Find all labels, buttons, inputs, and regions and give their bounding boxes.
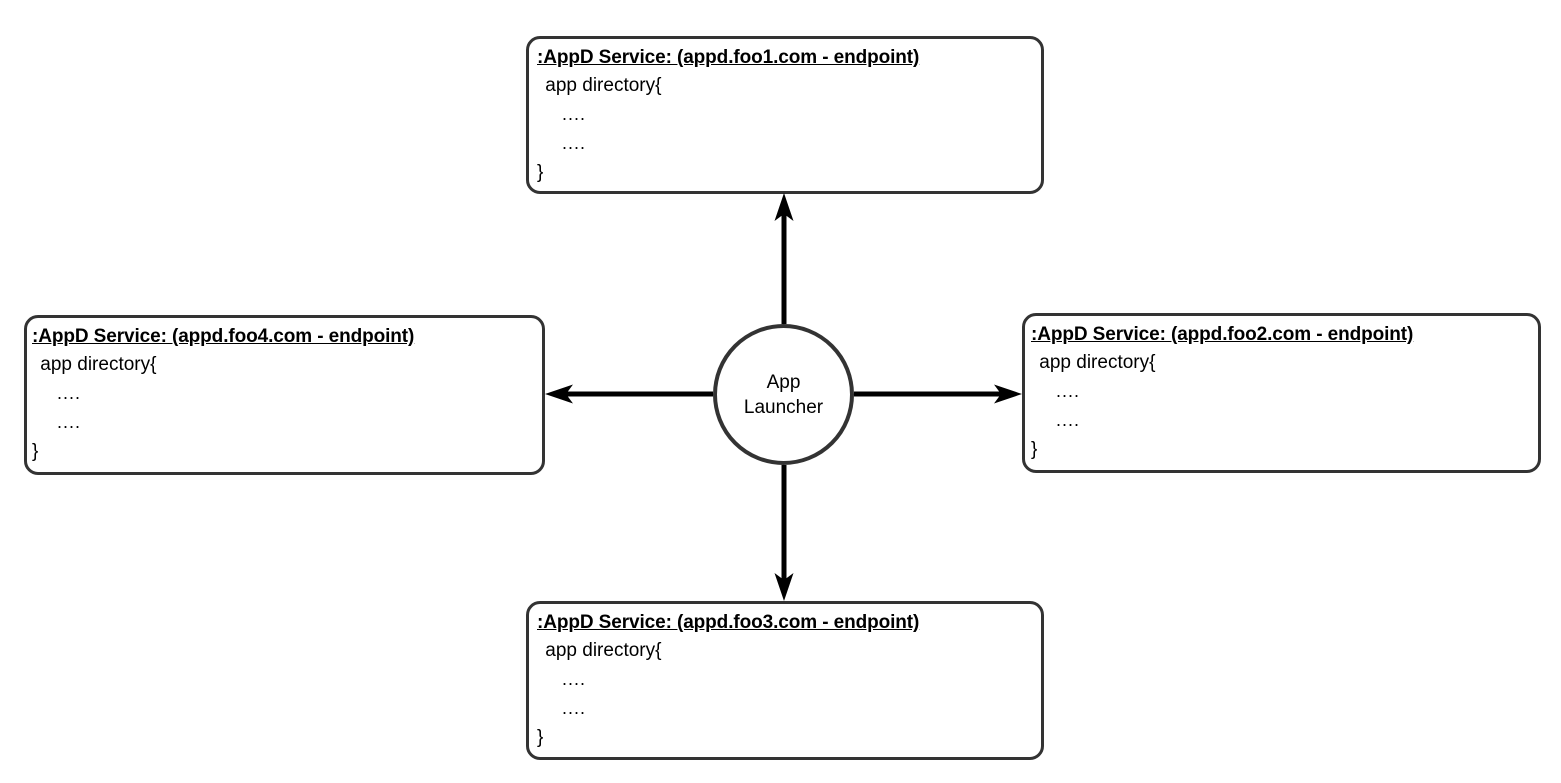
service-node-body-line: app directory{ xyxy=(540,640,662,661)
app-launcher-label-line2: Launcher xyxy=(743,396,824,418)
service-node-appd-foo2[interactable]: :AppD Service: (appd.foo2.com - endpoint… xyxy=(1022,313,1541,473)
service-node-title: :AppD Service: (appd.foo2.com - endpoint… xyxy=(1031,324,1414,345)
service-node-body-line: } xyxy=(537,727,544,748)
service-node-body-line: .... xyxy=(1056,381,1081,401)
arrow-hub-to-left xyxy=(545,384,713,404)
service-node-title: :AppD Service: (appd.foo1.com - endpoint… xyxy=(537,47,920,68)
service-node-title: :AppD Service: (appd.foo3.com - endpoint… xyxy=(537,612,920,633)
arrow-hub-to-bottom xyxy=(774,465,794,601)
service-node-body-line: app directory{ xyxy=(1034,352,1156,373)
arrow-hub-to-top xyxy=(774,193,794,324)
service-node-title: :AppD Service: (appd.foo4.com - endpoint… xyxy=(32,326,415,347)
service-node-body-line: } xyxy=(32,441,39,462)
app-launcher-label: App Launcher xyxy=(744,370,823,420)
service-node-appd-foo3[interactable]: :AppD Service: (appd.foo3.com - endpoint… xyxy=(526,601,1044,760)
arrow-hub-to-right xyxy=(854,384,1022,404)
app-launcher-label-line1: App xyxy=(766,371,801,393)
service-node-body-line: .... xyxy=(562,104,587,124)
service-node-appd-foo1[interactable]: :AppD Service: (appd.foo1.com - endpoint… xyxy=(526,36,1044,194)
service-node-appd-foo4[interactable]: :AppD Service: (appd.foo4.com - endpoint… xyxy=(24,315,545,475)
service-node-body-line: } xyxy=(537,162,544,183)
service-node-body-line: .... xyxy=(562,133,587,153)
service-node-body-line: app directory{ xyxy=(540,75,662,96)
service-node-body-line: .... xyxy=(562,669,587,689)
service-node-body-line: .... xyxy=(57,412,82,432)
app-launcher-hub[interactable]: App Launcher xyxy=(713,324,854,465)
service-node-body-line: app directory{ xyxy=(35,354,157,375)
service-node-body-line: .... xyxy=(562,698,587,718)
service-node-body-line: .... xyxy=(57,383,82,403)
service-node-body-line: } xyxy=(1031,439,1038,460)
service-node-body-line: .... xyxy=(1056,410,1081,430)
